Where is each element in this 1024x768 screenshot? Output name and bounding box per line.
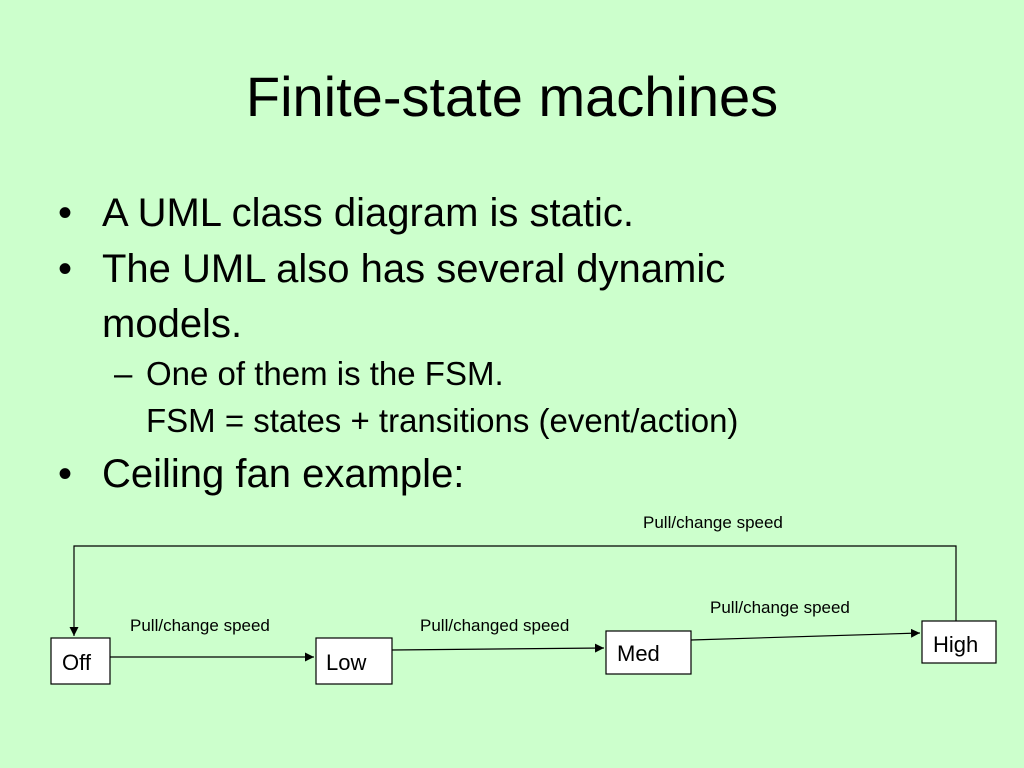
state-label: Med [617,641,660,666]
transition-arrow [69,545,957,636]
bullet-text: The UML also has several dynamic [102,247,726,291]
transition-arrow [391,643,605,653]
bullet-text: A UML class diagram is static. [102,191,635,235]
sub-bullet-marker: – [114,355,133,392]
transition-label: Pull/change speed [130,616,270,635]
transition-label: Pull/changed speed [420,616,569,635]
bullet-text: Ceiling fan example: [102,452,465,496]
bullet-marker: • [58,452,73,496]
state-label: Low [326,650,366,675]
state-box [605,630,692,675]
state-label: Off [62,650,92,675]
slide-title: Finite-state machines [245,65,779,128]
transition-arrow [690,628,921,641]
bullet-marker: • [58,191,73,235]
state-box [50,637,111,685]
bullet-text: models. [102,302,243,346]
bullet-marker: • [58,247,73,291]
state-box [315,637,393,685]
sub-bullet-text: One of them is the FSM. [146,355,504,392]
sub-bullet-text: FSM = states + transitions (event/action… [146,402,739,439]
transition-label: Pull/change speed [710,598,850,617]
state-label: High [933,632,978,657]
transition-label: Pull/change speed [643,513,783,532]
state-box [921,620,997,664]
